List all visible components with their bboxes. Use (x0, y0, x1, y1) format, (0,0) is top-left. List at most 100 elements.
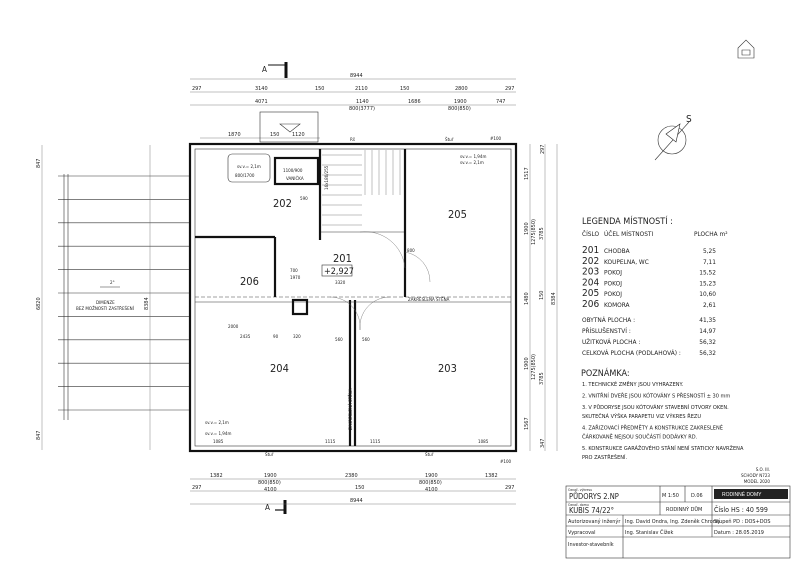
svg-text:8384: 8384 (551, 292, 557, 305)
svg-text:1480: 1480 (524, 292, 530, 305)
svg-text:297: 297 (505, 86, 514, 92)
svg-text:1382: 1382 (210, 473, 223, 479)
svg-text:560: 560 (335, 337, 343, 343)
note-item: ČÁRKOVANĚ NEJSOU SOUČÁSTÍ DODÁVKY RD. (582, 433, 698, 441)
svg-text:1140: 1140 (356, 99, 369, 105)
svg-text:2435: 2435 (240, 334, 251, 340)
svg-text:BEZ MOŽNOSTI ZASTŘEŠENÍ: BEZ MOŽNOSTI ZASTŘEŠENÍ (76, 304, 135, 312)
svg-text:8944: 8944 (350, 73, 363, 79)
model-info: S.O. III. SCHODY N723 MODEL 2020 (741, 467, 770, 485)
svg-text:800/1700: 800/1700 (235, 173, 255, 179)
svg-text:sv.v.= 1,94m: sv.v.= 1,94m (460, 154, 486, 160)
svg-text:297: 297 (540, 145, 546, 154)
svg-text:3785: 3785 (539, 372, 545, 385)
svg-text:Číslo HS : 40 599: Číslo HS : 40 599 (714, 505, 768, 514)
note-item: 2. VNITŘNÍ DVEŘE JSOU KÓTOVÁNY S PŘESNOS… (582, 392, 730, 400)
svg-text:Investor-stavebník: Investor-stavebník (568, 541, 614, 548)
note-item: SKUTEČNÁ VÝŠKA PARAPETU VIZ VÝKRES ŘEZU (582, 412, 701, 420)
svg-text:Stupeň PD : DOS+DOS: Stupeň PD : DOS+DOS (714, 518, 771, 525)
svg-text:#100: #100 (490, 136, 502, 142)
svg-text:800(3777): 800(3777) (349, 106, 375, 112)
legend-total-value: 41,35 (699, 316, 716, 324)
svg-text:PLOCHA m²: PLOCHA m² (694, 230, 728, 238)
svg-text:M 1:50: M 1:50 (662, 493, 679, 499)
legend-room-name: POKOJ (604, 290, 622, 298)
room-203-label: 203 (438, 362, 457, 375)
legend-room-area: 7,11 (703, 258, 716, 266)
legend-room-number: 205 (582, 288, 599, 299)
svg-text:1870: 1870 (228, 132, 241, 138)
svg-text:847: 847 (36, 431, 42, 440)
svg-text:747: 747 (496, 99, 505, 105)
svg-text:1900: 1900 (524, 357, 530, 370)
legend-room-number: 203 (582, 267, 599, 278)
svg-text:DIMENZE: DIMENZE (96, 300, 115, 306)
note-item: 5. KONSTRUKCE GARÁŽOVÉHO STÁNÍ NENÍ STAT… (582, 444, 744, 452)
legend-room-number: 201 (582, 245, 599, 256)
legend-total-label: OBYTNÁ PLOCHA : (582, 315, 635, 324)
svg-text:1517: 1517 (524, 167, 530, 180)
legend-room-number: 204 (582, 277, 599, 288)
svg-text:1120: 1120 (292, 132, 305, 138)
svg-text:ZAKRESLENÁ STĚNA: ZAKRESLENÁ STĚNA (408, 295, 450, 303)
svg-text:4100: 4100 (264, 487, 277, 493)
svg-text:1085: 1085 (478, 439, 489, 445)
room-204-label: 204 (270, 362, 289, 375)
section-label: A (265, 503, 270, 512)
svg-text:ČÍSLO: ČÍSLO (582, 229, 600, 238)
legend-total-label: UŽITKOVÁ PLOCHA : (582, 337, 640, 346)
home-icon[interactable] (737, 39, 755, 59)
svg-text:Ing. David Ondra, Ing. Zdeněk: Ing. David Ondra, Ing. Zdeněk Chromý (625, 518, 721, 525)
svg-text:3320: 3320 (335, 280, 346, 286)
room-205-label: 205 (448, 208, 467, 221)
svg-text:1382: 1382 (485, 473, 498, 479)
svg-text:297: 297 (505, 485, 514, 491)
company-logo: RODINNÉ DOMY (722, 491, 762, 498)
svg-text:1100/900: 1100/900 (283, 168, 303, 174)
svg-text:6820: 6820 (36, 297, 42, 310)
svg-text:1115: 1115 (325, 439, 336, 445)
svg-text:#100: #100 (500, 459, 512, 465)
svg-text:1686: 1686 (408, 99, 421, 105)
svg-text:2°: 2° (110, 280, 115, 286)
room-legend: LEGENDA MÍSTNOSTÍ : ČÍSLO ÚČEL MÍSTNOSTI… (582, 215, 728, 357)
svg-text:700: 700 (290, 268, 298, 274)
svg-text:sv.v.= 2,1m: sv.v.= 2,1m (205, 420, 229, 426)
legend-room-area: 10,60 (699, 290, 716, 298)
notes-title: POZNÁMKA: (581, 367, 630, 379)
svg-text:sv.v.= 1,94m: sv.v.= 1,94m (205, 431, 231, 437)
legend-total-label: CELKOVÁ PLOCHA (PODLAHOVÁ) : (582, 348, 681, 357)
svg-text:SCHODY N723: SCHODY N723 (741, 473, 770, 479)
legend-room-area: 5,25 (703, 247, 716, 255)
legend-room-name: KOMORA (604, 301, 630, 309)
svg-text:S.O. III.: S.O. III. (756, 467, 770, 473)
svg-text:3785: 3785 (539, 227, 545, 240)
svg-text:sv.v.= 2,1m: sv.v.= 2,1m (237, 164, 261, 170)
legend-room-area: 2,61 (703, 301, 716, 309)
room-202-label: 202 (273, 197, 292, 210)
svg-text:1085: 1085 (213, 439, 224, 445)
pergola: 6820 847 847 8384 2° DIMENZE BEZ MOŽNOST… (36, 145, 190, 450)
section-mark-bottom: A (265, 500, 287, 514)
svg-text:150: 150 (400, 86, 409, 92)
svg-text:800(850): 800(850) (419, 480, 442, 486)
svg-text:Autorizovaný inženýr: Autorizovaný inženýr (568, 518, 621, 525)
svg-text:S: S (686, 114, 692, 125)
svg-text:PŮDORYS 2.NP: PŮDORYS 2.NP (569, 492, 619, 501)
section-label: A (262, 65, 267, 74)
svg-text:4071: 4071 (255, 99, 268, 105)
legend-room-area: 15,52 (699, 269, 716, 277)
svg-text:sv.v.= 2,1m: sv.v.= 2,1m (460, 160, 484, 166)
svg-text:90: 90 (273, 334, 279, 340)
svg-text:8384: 8384 (144, 297, 150, 310)
svg-text:1900: 1900 (454, 99, 467, 105)
room-201-label: 201 (333, 252, 352, 265)
svg-text:D.06: D.06 (691, 493, 703, 499)
svg-text:2000: 2000 (228, 324, 239, 330)
room-206-label: 206 (240, 275, 259, 288)
note-item: PRO ZASTŘEŠENÍ. (582, 453, 628, 461)
plan-annotations: sv.v.= 2,1m 800/1700 1100/900 VANIČKA 16… (205, 154, 512, 465)
room-labels: 202 201 +2,927 206 205 204 203 (240, 197, 467, 375)
svg-text:1275(850): 1275(850) (531, 219, 537, 245)
legend-total-value: 56,32 (699, 338, 716, 346)
